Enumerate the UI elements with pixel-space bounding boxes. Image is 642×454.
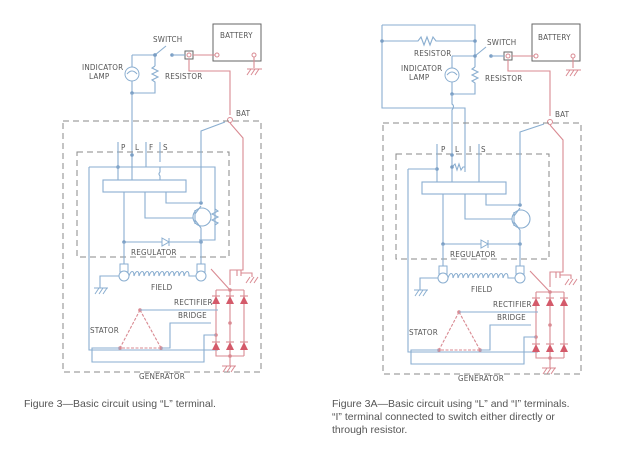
ground-icon <box>245 276 259 284</box>
resistor-label: RESISTOR <box>485 74 522 83</box>
figure-3a-caption-line-1: Figure 3A—Basic circuit using “L” and “I… <box>332 398 570 410</box>
bat-terminal <box>547 119 553 125</box>
ground-icon <box>246 68 262 76</box>
switch-icon <box>474 46 487 57</box>
slip-ring-left <box>437 272 449 284</box>
stator-label: STATOR <box>90 326 119 335</box>
ground-icon <box>542 367 556 375</box>
resistor-top-label: RESISTOR <box>414 49 451 58</box>
generator-label: GENERATOR <box>458 374 504 383</box>
terminal-i: I <box>469 145 471 154</box>
ground-icon <box>414 289 428 297</box>
indicator-label-1: INDICATOR <box>401 64 442 73</box>
generator-label: GENERATOR <box>139 372 185 381</box>
battery-box <box>531 23 581 62</box>
stator-icon <box>118 308 163 350</box>
figure-3a-caption-line-3: through resistor. <box>332 424 408 436</box>
bridge-label: BRIDGE <box>178 311 207 320</box>
connector-icon <box>184 50 194 60</box>
bat-label: BAT <box>555 110 570 119</box>
resistor-label: RESISTOR <box>165 72 202 81</box>
generator-outline <box>62 120 262 373</box>
resistor-icon-top <box>382 35 475 47</box>
transistor-icon <box>511 209 531 229</box>
terminal-f: F <box>149 143 153 152</box>
diode-icon <box>161 237 171 247</box>
indicator-label-2: LAMP <box>89 72 110 81</box>
bat-terminal <box>227 117 233 123</box>
field-label: FIELD <box>471 285 493 294</box>
battery-label: BATTERY <box>220 31 253 40</box>
rectifier-label: RECTIFIER <box>174 298 213 307</box>
regulator-label: REGULATOR <box>450 250 496 259</box>
regulator-ic <box>421 181 507 195</box>
ground-icon <box>564 278 578 286</box>
slip-ring-left <box>118 270 130 282</box>
bat-label: BAT <box>236 109 251 118</box>
figure-3a-caption: Figure 3A—Basic circuit using “L” and “I… <box>332 398 570 437</box>
battery-label: BATTERY <box>538 33 571 42</box>
slip-ring-right <box>195 270 207 282</box>
capacitor-icon <box>555 272 561 278</box>
terminal-l: L <box>455 145 459 154</box>
bridge-label: BRIDGE <box>497 313 526 322</box>
resistor-icon <box>131 55 160 94</box>
switch-label: SWITCH <box>487 38 516 47</box>
field-coil-icon <box>447 272 515 279</box>
indicator-label-2: LAMP <box>409 73 430 82</box>
indicator-lamp-icon <box>124 66 140 82</box>
regulator-ic <box>102 179 187 193</box>
terminal-p: P <box>441 145 446 154</box>
terminal-s: S <box>163 143 168 152</box>
indicator-label-1: INDICATOR <box>82 63 123 72</box>
regulator-label: REGULATOR <box>131 248 177 257</box>
ground-icon <box>222 365 236 373</box>
battery-box <box>212 23 262 62</box>
rectifier-label: RECTIFIER <box>493 300 532 309</box>
figure-3a-diagram: BATTERY SWITCH RESISTOR INDICATOR LAMP R… <box>380 23 582 383</box>
resistor-icon-internal <box>451 162 465 172</box>
resistor-icon <box>451 56 480 95</box>
connector-icon <box>503 51 513 61</box>
regulator-outline <box>76 151 230 258</box>
field-label: FIELD <box>151 283 173 292</box>
rectifier-bridge <box>532 290 568 375</box>
stator-icon <box>437 310 482 352</box>
figure-3a-caption-line-2: “I” terminal connected to switch either … <box>332 411 555 423</box>
switch-icon <box>154 45 167 56</box>
generator-outline <box>382 122 582 375</box>
terminal-s: S <box>481 145 486 154</box>
switch-label: SWITCH <box>153 35 182 44</box>
resistor-icon <box>210 208 220 226</box>
field-coil-icon <box>128 270 196 277</box>
stator-label: STATOR <box>409 328 438 337</box>
figure-3-diagram: BATTERY SWITCH INDICATOR LAMP RESISTOR B… <box>62 23 262 381</box>
terminal-p: P <box>121 143 126 152</box>
regulator-outline <box>395 153 550 260</box>
ground-icon <box>94 287 108 295</box>
transistor-icon <box>192 207 212 227</box>
ground-icon <box>565 69 581 77</box>
diode-icon <box>480 239 490 249</box>
terminal-l: L <box>135 143 139 152</box>
figure-3-caption: Figure 3—Basic circuit using “L” termina… <box>24 398 216 410</box>
slip-ring-right <box>514 272 526 284</box>
indicator-lamp-icon <box>444 67 460 83</box>
rectifier-bridge <box>212 288 248 373</box>
capacitor-icon <box>236 270 242 276</box>
